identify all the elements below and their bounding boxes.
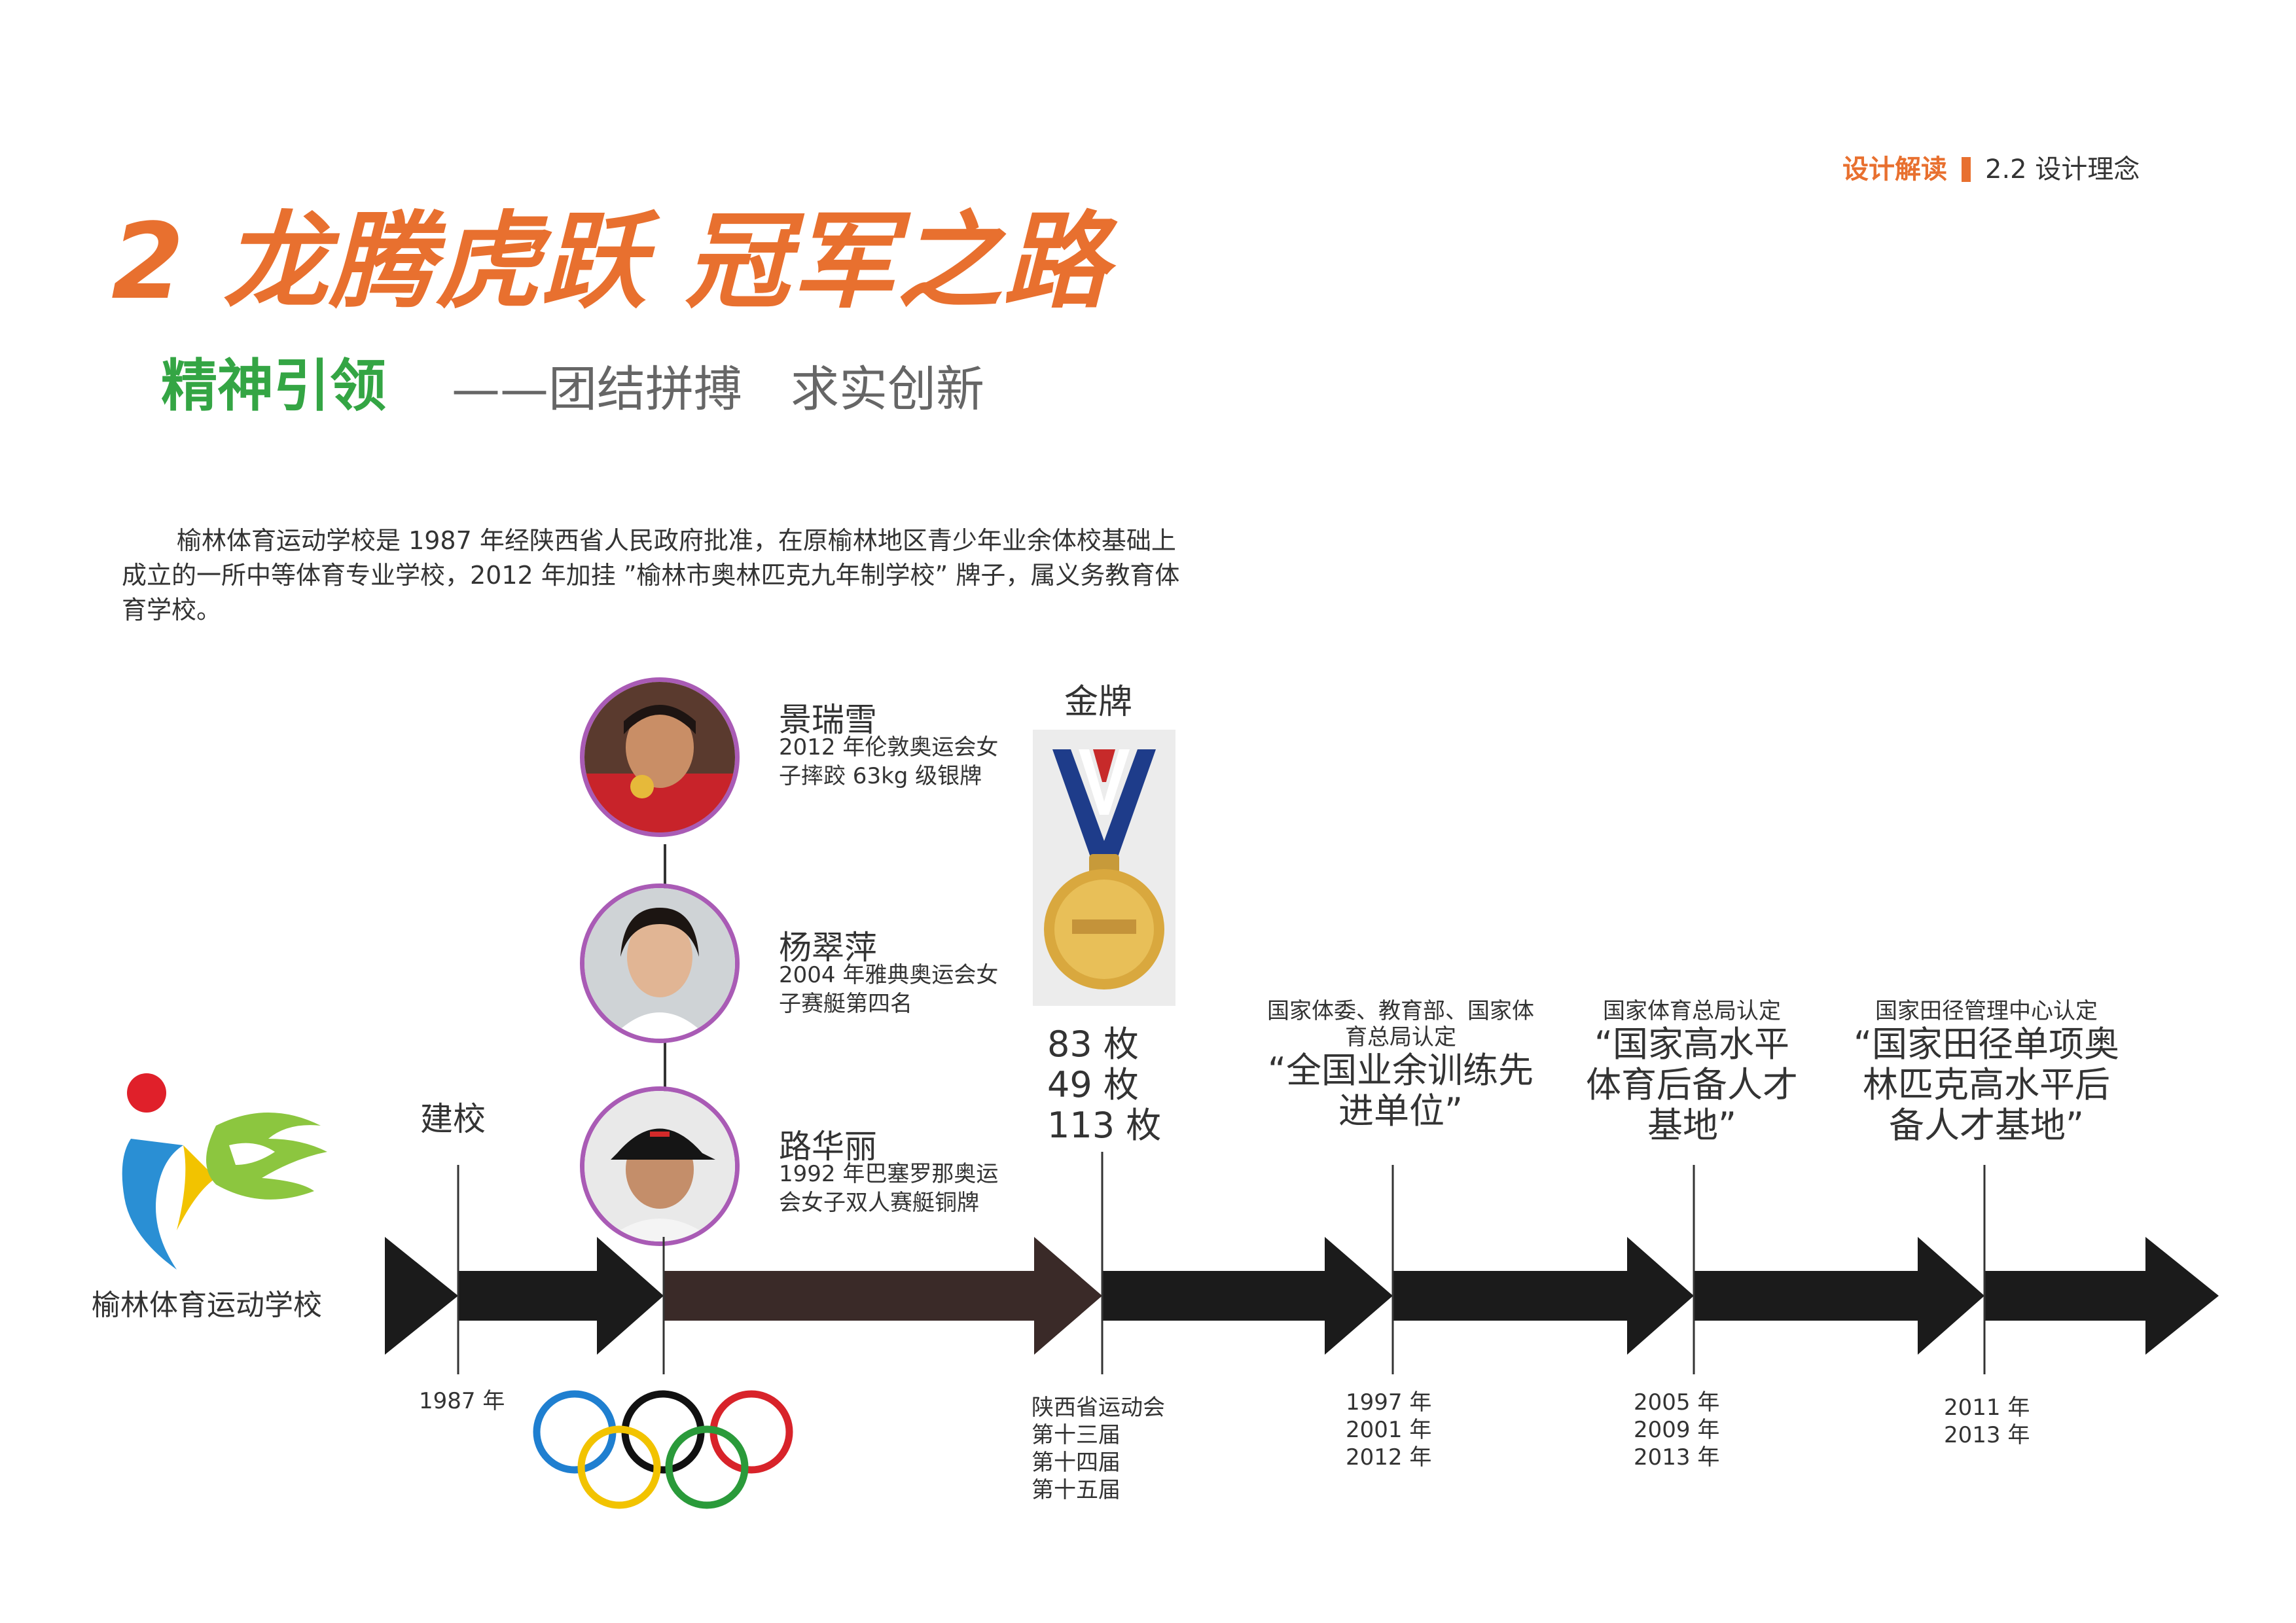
milestone-1: 国家体委、教育部、国家体育总局认定 “全国业余训练先进单位”	[1263, 998, 1538, 1132]
timeline-arrow-5	[1393, 1237, 1694, 1355]
milestone-authority: 国家体委、教育部、国家体育总局认定	[1267, 998, 1534, 1050]
milestone-title: “全国业余训练先进单位”	[1268, 1050, 1534, 1132]
timeline-arrow-4	[1102, 1237, 1393, 1355]
school-name: 榆林体育运动学校	[92, 1289, 322, 1322]
milestone-title: “国家田径单项奥林匹克高水平后备人才基地”	[1854, 1024, 2119, 1146]
milestone-2-years: 2005 年 2009 年 2013 年	[1634, 1389, 1720, 1471]
medal-counts: 83 枚 49 枚 113 枚	[1047, 1024, 1161, 1146]
olympic-rings-icon	[533, 1390, 793, 1509]
athlete-name-2: 杨翠萍	[779, 929, 877, 967]
medal-count-14: 49 枚	[1047, 1064, 1139, 1105]
header-tag: 设计解读 2.2 设计理念	[1842, 148, 2140, 186]
athlete-photo-1	[580, 677, 740, 837]
medal-label: 金牌	[1064, 683, 1133, 722]
athlete-photo-2	[580, 883, 740, 1043]
spirit-text: ——团结拼搏 求实创新	[452, 361, 984, 418]
milestone-title: “国家高水平体育后备人才基地”	[1586, 1024, 1798, 1146]
intro-paragraph: 榆林体育运动学校是 1987 年经陕西省人民政府批准，在原榆林地区青少年业余体校…	[122, 526, 1180, 624]
timeline-arrow-1	[385, 1237, 458, 1355]
athlete-name-1: 景瑞雪	[779, 701, 877, 739]
subsection-label: 2.2 设计理念	[1985, 154, 2140, 185]
timeline-arrow-6	[1694, 1237, 1984, 1355]
athlete-photo-3	[580, 1086, 740, 1246]
medal-count-15: 113 枚	[1047, 1105, 1162, 1146]
milestone-authority: 国家田径管理中心认定	[1875, 998, 2098, 1024]
founding-year: 1987 年	[419, 1388, 505, 1414]
gold-medal-icon	[1033, 730, 1175, 1006]
milestone-2: 国家体育总局认定 “国家高水平体育后备人才基地”	[1584, 998, 1800, 1146]
athlete-desc-3: 1992 年巴塞罗那奥运会女子双人赛艇铜牌	[779, 1161, 999, 1216]
athlete-desc-2: 2004 年雅典奥运会女子赛艇第四名	[779, 962, 999, 1017]
medal-count-13: 83 枚	[1047, 1024, 1139, 1065]
milestone-authority: 国家体育总局认定	[1603, 998, 1781, 1024]
timeline-arrow-2	[458, 1237, 664, 1355]
athlete-name-3: 路华丽	[779, 1128, 877, 1166]
milestone-3: 国家田径管理中心认定 “国家田径单项奥林匹克高水平后备人才基地”	[1846, 998, 2127, 1146]
section-divider	[1962, 157, 1971, 182]
founding-label: 建校	[420, 1100, 486, 1138]
section-label: 设计解读	[1842, 154, 1947, 185]
provincial-games: 陕西省运动会 第十三届 第十四届 第十五届	[1031, 1395, 1165, 1503]
milestone-1-years: 1997 年 2001 年 2012 年	[1346, 1389, 1432, 1471]
school-logo	[122, 1073, 327, 1270]
timeline-arrows	[385, 1237, 2219, 1355]
spirit-label: 精神引领	[161, 353, 386, 419]
page-title: 2 龙腾虎跃 冠军之路	[111, 200, 1109, 323]
timeline-arrow-7	[1984, 1237, 2219, 1355]
timeline-arrow-3	[664, 1237, 1102, 1355]
milestone-3-years: 2011 年 2013 年	[1944, 1395, 2030, 1448]
athlete-desc-1: 2012 年伦敦奥运会女子摔跤 63kg 级银牌	[779, 734, 999, 789]
timeline-ticks	[457, 1152, 1986, 1374]
